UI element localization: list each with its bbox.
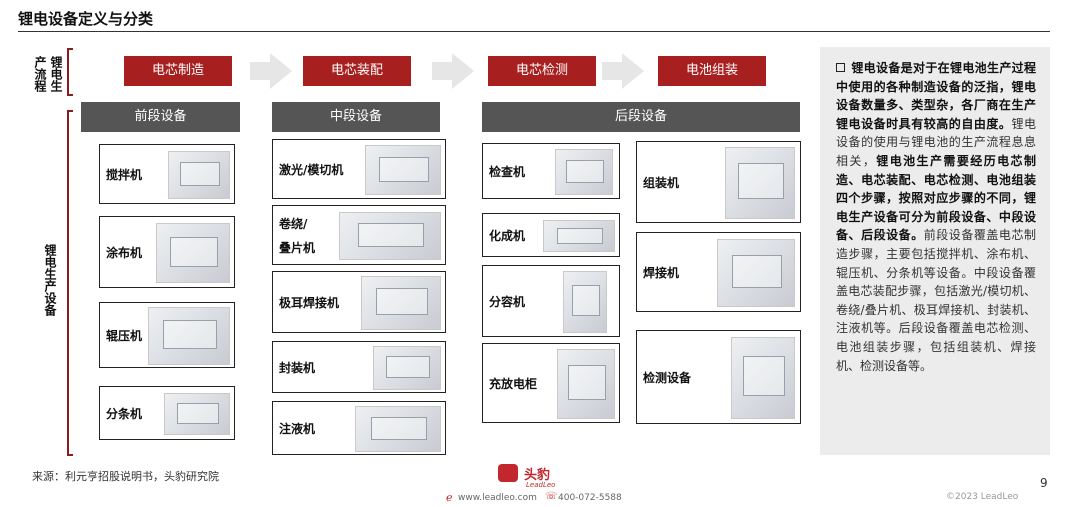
equipment-photo xyxy=(543,220,615,252)
equipment-label: 极耳焊接机 xyxy=(279,296,340,310)
equipment-photo xyxy=(355,406,441,452)
equipment-photo xyxy=(555,149,613,195)
equipment-card-assembler: 组装机 xyxy=(636,141,801,223)
equipment-card-tester: 检测设备 xyxy=(636,330,801,424)
equipment-photo xyxy=(361,276,441,330)
page-title: 锂电设备定义与分类 xyxy=(18,10,154,28)
equipment-label: 封装机 xyxy=(279,361,316,375)
equipment-card-inspector: 检查机 xyxy=(482,143,620,199)
arrow-3-body xyxy=(602,62,622,80)
equipment-card-mixer: 搅拌机 xyxy=(99,144,235,204)
equipment-card-welder: 焊接机 xyxy=(636,232,801,312)
description-relation: 锂电设备的使用与锂电池的生产流程息息相关， xyxy=(836,116,1036,168)
middle-section-header: 中段设备 xyxy=(272,102,440,132)
equipment-photo xyxy=(731,337,795,419)
arrow-right-icon xyxy=(622,53,644,89)
equipment-photo xyxy=(156,223,230,283)
web-icon: ℯ xyxy=(446,491,453,504)
website-link[interactable]: www.leadleo.com xyxy=(458,493,537,503)
process-bracket xyxy=(67,48,73,96)
process-label-text: 锂电生产流程 xyxy=(33,56,63,92)
equipment-label: 分容机 xyxy=(489,295,526,309)
equipment-label: 充放电柜 xyxy=(489,377,538,391)
arrow-right-icon xyxy=(270,53,292,89)
equipment-label: 涂布机 xyxy=(106,246,143,260)
step-battery-assembly: 电池组装 xyxy=(658,56,766,86)
equipment-card-tab-welder: 极耳焊接机 xyxy=(272,271,446,333)
title-divider xyxy=(18,31,1050,32)
equipment-label: 卷绕/叠片机 xyxy=(279,217,316,255)
equipment-card-capacity-grader: 分容机 xyxy=(482,265,620,337)
equipment-photo xyxy=(563,271,607,333)
equipment-card-charge-discharge: 充放电柜 xyxy=(482,343,620,423)
equipment-photo xyxy=(168,151,230,199)
equipment-card-winding-stacking: 卷绕/叠片机 xyxy=(272,205,446,265)
equipment-label: 焊接机 xyxy=(643,266,680,280)
copyright: ©2023 LeadLeo xyxy=(946,492,1019,502)
description-text: 锂电设备是对于在锂电池生产过程中使用的各种制造设备的泛指，锂电设备数量多、类型杂… xyxy=(836,59,1036,375)
equipment-label: 激光/模切机 xyxy=(279,163,344,177)
brand-name: 头豹 xyxy=(524,468,551,483)
equipment-bracket xyxy=(67,110,73,456)
equipment-card-laser-die-cutter: 激光/模切机 xyxy=(272,139,446,199)
equipment-label: 辊压机 xyxy=(106,329,143,343)
process-label: 锂电生产流程 xyxy=(28,52,68,96)
arrow-1-body xyxy=(250,62,270,80)
back-section-header: 后段设备 xyxy=(482,102,800,132)
equipment-photo xyxy=(725,147,795,219)
equipment-photo xyxy=(717,239,795,307)
equipment-photo xyxy=(373,346,441,390)
arrow-right-icon xyxy=(452,53,474,89)
equipment-photo xyxy=(557,349,615,419)
description-panel: 锂电设备是对于在锂电池生产过程中使用的各种制造设备的泛指，锂电设备数量多、类型杂… xyxy=(820,47,1050,455)
page-number: 9 xyxy=(1040,476,1048,490)
phone-icon: ☏ xyxy=(545,491,558,502)
equipment-photo xyxy=(148,307,230,365)
checkbox-bullet-icon xyxy=(836,63,845,72)
equipment-label: 搅拌机 xyxy=(106,168,143,182)
equipment-card-sealer: 封装机 xyxy=(272,341,446,393)
equipment-photo xyxy=(339,212,441,260)
description-steps: 锂电池生产需要经历电芯制造、电芯装配、电芯检测、电池组装四个步骤，按照对应步骤的… xyxy=(836,153,1036,243)
equipment-label: 注液机 xyxy=(279,422,316,436)
equipment-card-slitter: 分条机 xyxy=(99,386,235,440)
equipment-label: 检查机 xyxy=(489,165,526,179)
front-section-header: 前段设备 xyxy=(81,102,240,132)
description-detail: 前段设备覆盖电芯制造步骤，主要包括搅拌机、涂布机、辊压机、分条机等设备。中段设备… xyxy=(836,228,1036,373)
brand-subtitle: LeadLeo xyxy=(526,481,556,489)
equipment-label: 组装机 xyxy=(643,176,680,190)
equipment-label: 检测设备 xyxy=(643,371,692,385)
equipment-label: 锂电生产设备 xyxy=(43,244,57,316)
step-cell-assembly: 电芯装配 xyxy=(303,56,411,86)
equipment-label: 化成机 xyxy=(489,229,526,243)
equipment-card-filler: 注液机 xyxy=(272,401,446,455)
step-cell-testing: 电芯检测 xyxy=(488,56,596,86)
source-note: 来源：利元亨招股说明书，头豹研究院 xyxy=(32,470,219,483)
equipment-card-coater: 涂布机 xyxy=(99,216,235,288)
step-cell-manufacturing: 电芯制造 xyxy=(124,56,232,86)
equipment-label: 分条机 xyxy=(106,407,143,421)
equipment-card-formation: 化成机 xyxy=(482,213,620,257)
phone-number: 400-072-5588 xyxy=(558,493,622,503)
arrow-2-body xyxy=(432,62,452,80)
equipment-card-roller-press: 辊压机 xyxy=(99,302,235,368)
equipment-photo xyxy=(164,393,230,435)
leopard-logo-icon xyxy=(498,464,518,482)
description-intro: 锂电设备是对于在锂电池生产过程中使用的各种制造设备的泛指，锂电设备数量多、类型杂… xyxy=(836,61,1036,131)
equipment-photo xyxy=(365,145,441,195)
